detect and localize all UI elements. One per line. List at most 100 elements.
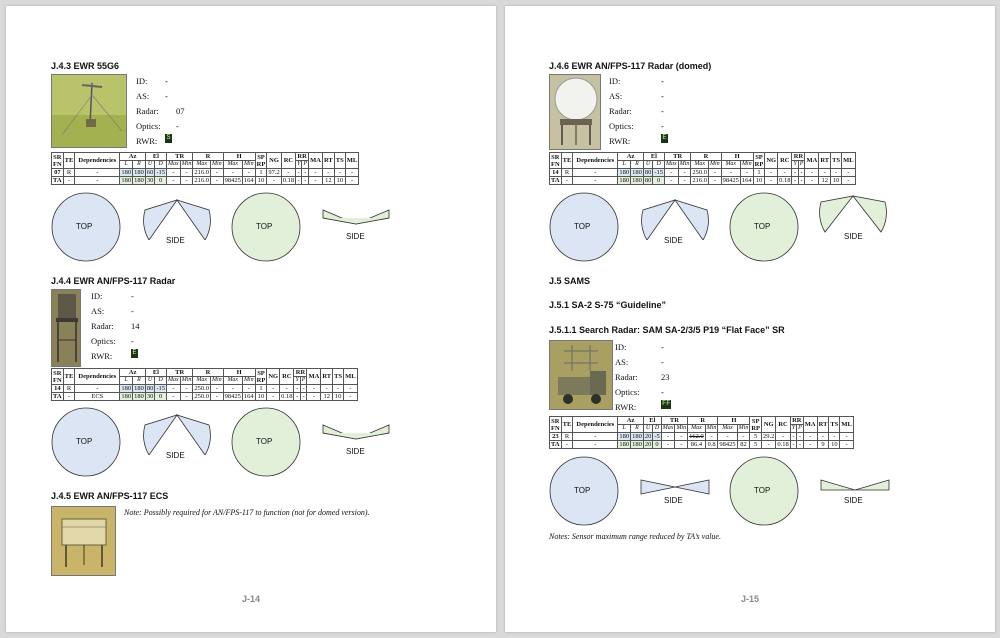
col-ml: ML — [343, 368, 358, 385]
radar-value: 14 — [131, 321, 140, 331]
col-te: TE — [62, 368, 76, 385]
top-label: TOP — [574, 486, 591, 495]
col-ma: MA — [802, 416, 818, 433]
col-te: TE — [560, 152, 574, 169]
col-el: El — [144, 152, 168, 161]
col-rr: RR — [789, 416, 804, 425]
top-coverage-green — [231, 192, 301, 262]
col-dependencies: Dependencies — [572, 416, 619, 433]
col-az: Az — [617, 416, 644, 425]
rwr-symbol: E — [661, 134, 668, 143]
page-number: J-14 — [241, 594, 260, 604]
id-label: ID: — [91, 291, 103, 301]
optics-value: - — [661, 121, 664, 131]
col-te: TE — [560, 416, 574, 433]
col-dependencies: Dependencies — [572, 152, 619, 169]
side-coverage-green — [322, 209, 390, 225]
col-r: R — [192, 152, 224, 161]
radar-label: Radar: — [91, 321, 114, 331]
flat-face-photo — [549, 340, 613, 410]
section-heading-j43: J.4.3 EWR 55G6 — [51, 61, 120, 71]
col-rr: RR — [293, 368, 308, 377]
id-label: ID: — [609, 76, 621, 86]
col-rc: RC — [777, 152, 793, 169]
sensor-info-j44: ID:- AS:- Radar:14 Optics:- RWR:E — [91, 289, 140, 364]
col-el: El — [144, 368, 168, 377]
rwr-symbol: FF — [661, 400, 672, 409]
rwr-label: RWR: — [615, 402, 637, 412]
ecs-photo — [51, 506, 116, 576]
page-j15: J.4.6 EWR AN/FPS-117 Radar (domed) ID:- … — [505, 6, 995, 632]
side-coverage-blue — [143, 414, 211, 455]
top-coverage-green — [729, 456, 799, 526]
optics-value: - — [661, 387, 664, 397]
optics-value: - — [176, 121, 179, 131]
top-label: TOP — [256, 222, 273, 231]
col-ng: NG — [266, 152, 282, 169]
side-label: SIDE — [664, 496, 683, 505]
col-rc: RC — [279, 368, 295, 385]
col-r: R — [687, 416, 719, 425]
radar-label: Radar: — [615, 372, 638, 382]
as-value: - — [131, 306, 134, 316]
top-coverage-blue — [51, 192, 121, 262]
sensor-info-j43: ID:- AS:- Radar:07 Optics:- RWR:S — [136, 74, 185, 149]
col-rc: RC — [775, 416, 791, 433]
col-tr: TR — [664, 152, 692, 161]
optics-label: Optics: — [136, 121, 161, 131]
col-ts: TS — [830, 152, 843, 169]
section-heading-j44: J.4.4 EWR AN/FPS-117 Radar — [51, 276, 176, 286]
top-label: TOP — [76, 222, 93, 231]
col-tr: TR — [660, 416, 689, 425]
col-az: Az — [119, 152, 146, 161]
top-coverage-blue — [549, 456, 619, 526]
top-coverage-blue — [549, 192, 619, 262]
col-ma: MA — [306, 368, 322, 385]
as-label: AS: — [615, 357, 629, 367]
top-label: TOP — [574, 222, 591, 231]
side-label: SIDE — [844, 232, 863, 241]
id-value: - — [131, 291, 134, 301]
top-coverage-green — [231, 407, 301, 477]
as-value: - — [165, 91, 168, 101]
col-rt: RT — [818, 152, 832, 169]
side-coverage-blue — [641, 199, 709, 240]
col-r: R — [690, 152, 722, 161]
col-rr: RR — [295, 152, 310, 161]
as-label: AS: — [609, 91, 623, 101]
sensor-info-j511: ID:- AS:- Radar:23 Optics:- RWR:FF — [615, 340, 672, 415]
section-heading-j46: J.4.6 EWR AN/FPS-117 Radar (domed) — [549, 61, 712, 71]
rwr-label: RWR: — [136, 136, 158, 146]
radar-55g6-photo — [51, 74, 127, 148]
col-el: El — [642, 416, 662, 425]
section-heading-j5: J.5 SAMS — [549, 276, 591, 286]
ecs-note: Note: Possibly required for AN/FPS-117 t… — [124, 508, 370, 517]
side-label: SIDE — [664, 236, 683, 245]
as-value: - — [661, 357, 664, 367]
col-rt: RT — [816, 416, 830, 433]
col-h: H — [720, 152, 754, 161]
side-label: SIDE — [346, 232, 365, 241]
top-label: TOP — [754, 222, 771, 231]
radar-fps117-photo — [51, 289, 81, 367]
top-label: TOP — [76, 437, 93, 446]
radar-label: Radar: — [136, 106, 159, 116]
col-rc: RC — [280, 152, 297, 169]
sensor-info-j46: ID:- AS:- Radar:- Optics:- RWR:E — [609, 74, 668, 149]
side-label: SIDE — [844, 496, 863, 505]
rwr-symbol: E — [131, 349, 138, 358]
id-value: - — [661, 342, 664, 352]
section-heading-j51: J.5.1 SA-2 S-75 “Guideline” — [549, 300, 667, 310]
col-el: El — [642, 152, 666, 161]
col-te: TE — [62, 152, 76, 169]
col-ml: ML — [839, 416, 854, 433]
as-value: - — [661, 91, 664, 101]
side-label: SIDE — [166, 451, 185, 460]
